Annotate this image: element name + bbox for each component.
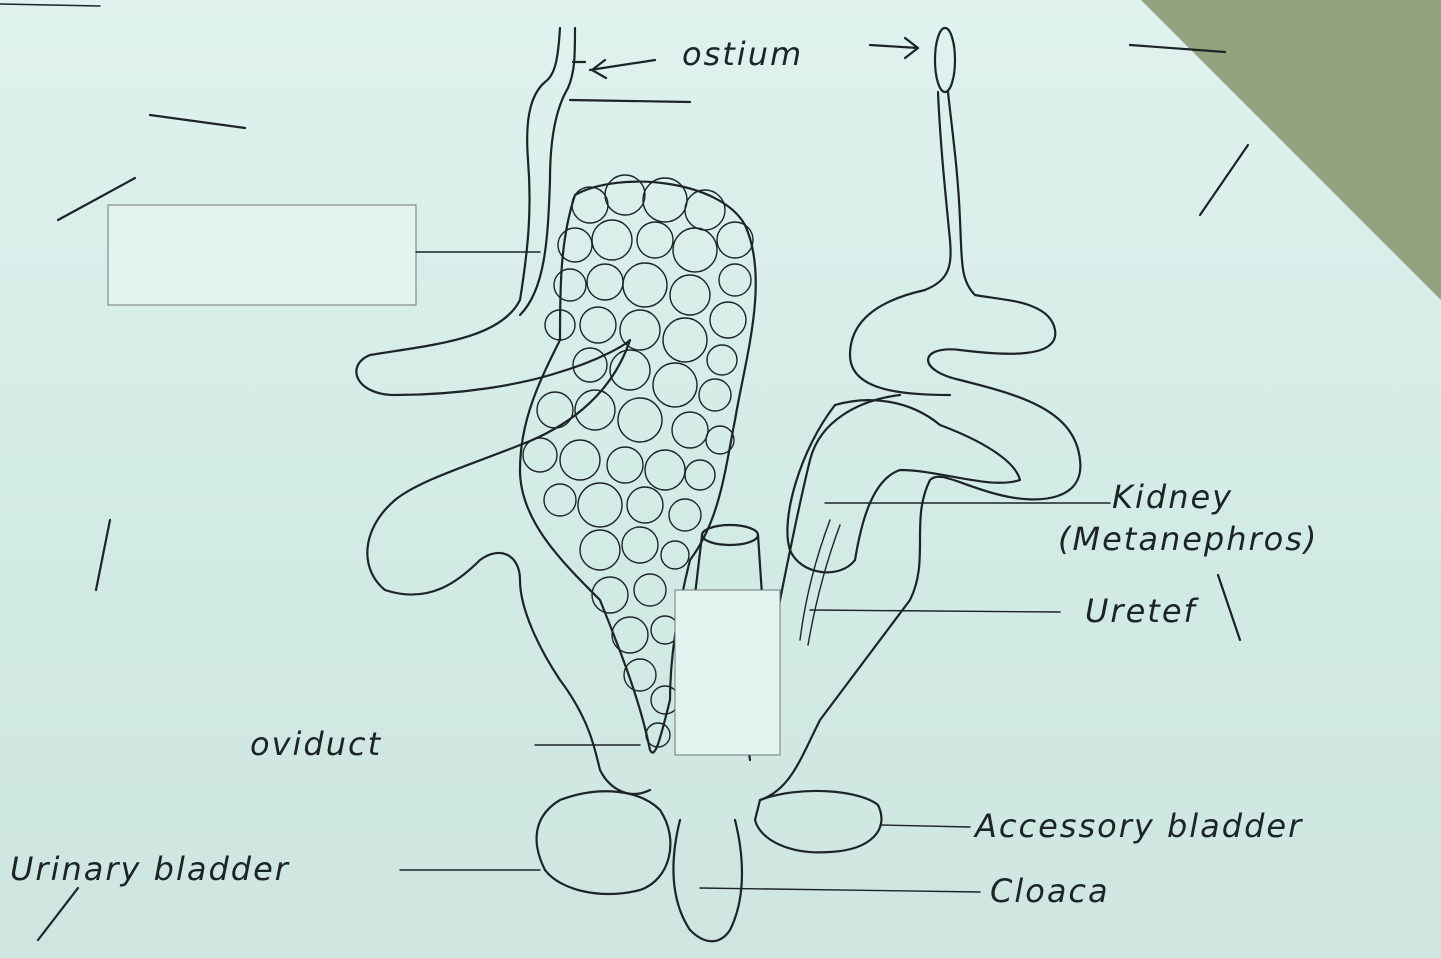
ovary-egg bbox=[592, 577, 628, 613]
ovary-egg bbox=[669, 499, 701, 531]
ovary-egg bbox=[685, 460, 715, 490]
kidney-label: Kidney bbox=[1112, 478, 1233, 516]
ovary-egg bbox=[544, 484, 576, 516]
bladders bbox=[537, 791, 882, 894]
ovary-egg bbox=[645, 450, 685, 490]
urinary-bladder-label: Urinary bladder bbox=[10, 850, 290, 888]
ovary-egg bbox=[607, 447, 643, 483]
stray-pen-marks bbox=[0, 4, 1248, 940]
ovary-egg bbox=[580, 530, 620, 570]
ovary-egg bbox=[637, 222, 673, 258]
ovary-egg bbox=[706, 426, 734, 454]
ovary-egg bbox=[572, 187, 608, 223]
ovary-egg bbox=[719, 264, 751, 296]
accessory-bladder-label: Accessory bladder bbox=[973, 807, 1303, 845]
ovary-egg bbox=[592, 220, 632, 260]
ovary-egg bbox=[707, 345, 737, 375]
ovary-egg bbox=[618, 398, 662, 442]
ovary-egg bbox=[699, 379, 731, 411]
ostium-label: ostium bbox=[682, 35, 803, 73]
ovary-egg bbox=[554, 269, 586, 301]
ovary-egg bbox=[634, 574, 666, 606]
ovary-egg bbox=[673, 228, 717, 272]
left-oviduct bbox=[356, 28, 650, 794]
ovary-egg bbox=[620, 310, 660, 350]
ovary-egg bbox=[710, 302, 746, 338]
ovary-egg bbox=[685, 190, 725, 230]
ovary-egg bbox=[663, 318, 707, 362]
ovary-egg bbox=[578, 483, 622, 527]
ovary-egg bbox=[622, 527, 658, 563]
cloaca-label: Cloaca bbox=[990, 872, 1110, 910]
ovary-egg bbox=[717, 222, 753, 258]
ovary-egg bbox=[670, 275, 710, 315]
ovary-egg bbox=[627, 487, 663, 523]
cloaca-shape bbox=[673, 820, 742, 941]
ureter-label: Uretef bbox=[1085, 592, 1200, 630]
ovary-egg bbox=[653, 363, 697, 407]
ovary-egg bbox=[523, 438, 557, 472]
oviduct-label: oviduct bbox=[250, 725, 382, 763]
ovary-egg bbox=[612, 617, 648, 653]
ovary-egg bbox=[580, 307, 616, 343]
ovary-egg bbox=[661, 541, 689, 569]
ovary-egg bbox=[643, 178, 687, 222]
ovary-egg bbox=[587, 264, 623, 300]
ovary-egg bbox=[672, 412, 708, 448]
right-oviduct bbox=[748, 92, 1080, 800]
metanephros-label: (Metanephros) bbox=[1058, 520, 1318, 558]
ovary-egg bbox=[623, 263, 667, 307]
ovary-egg bbox=[560, 440, 600, 480]
blank-label-box bbox=[108, 205, 416, 305]
ovary-egg bbox=[537, 392, 573, 428]
